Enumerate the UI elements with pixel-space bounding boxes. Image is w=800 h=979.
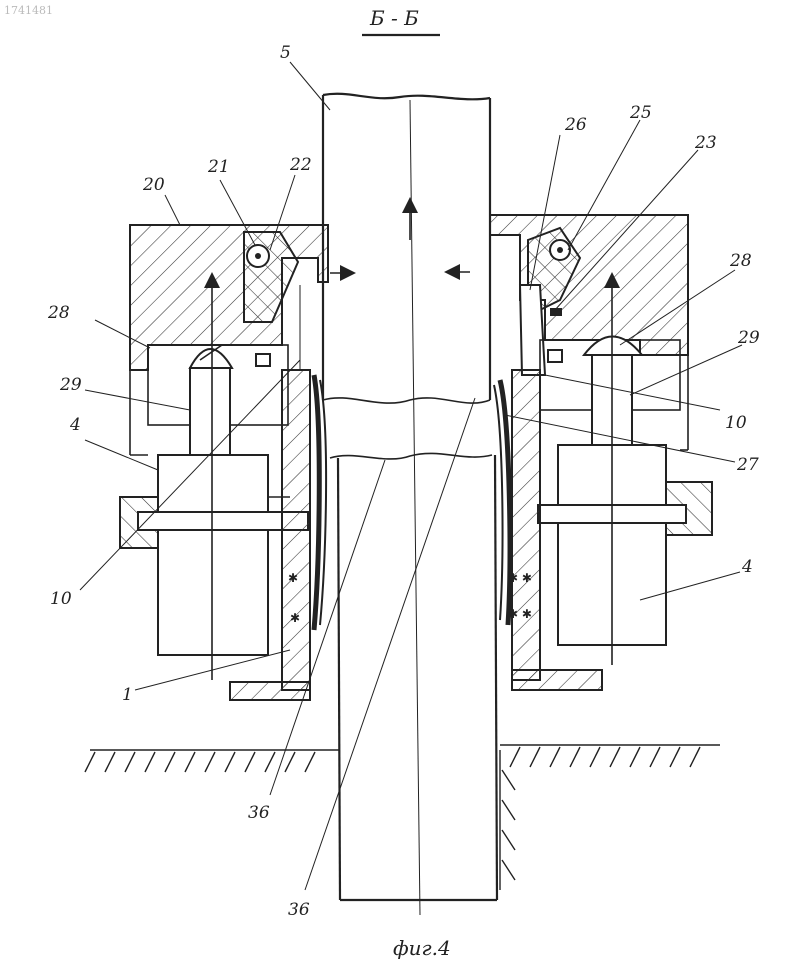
label-36-a: 36: [248, 803, 270, 823]
svg-text:✱: ✱: [288, 571, 298, 585]
figure-caption: фиг.4: [393, 936, 451, 960]
left-base-plate: [230, 682, 310, 700]
svg-text:✱ ✱: ✱ ✱: [508, 607, 532, 621]
label-22: 22: [289, 155, 312, 175]
label-36-b: 36: [288, 900, 310, 920]
label-4-right: 4: [741, 557, 753, 577]
ground-right: [500, 745, 720, 890]
left-cylinder-4: [158, 455, 268, 655]
label-5: 5: [280, 43, 291, 63]
right-column-10: [512, 370, 540, 680]
label-26: 26: [564, 115, 587, 135]
label-28-left: 28: [47, 303, 70, 323]
label-4-left: 4: [69, 415, 81, 435]
left-column-1: [282, 370, 310, 690]
label-20: 20: [142, 175, 165, 195]
section-title: Б - Б: [362, 6, 440, 35]
label-23: 23: [694, 133, 717, 153]
label-25: 25: [629, 103, 652, 123]
label-28: 28: [729, 251, 752, 271]
label-29-left: 29: [59, 375, 82, 395]
label-21: 21: [207, 157, 230, 177]
right-wedge-26: [520, 285, 545, 375]
ground-left: [85, 750, 340, 772]
left-assembly: ✱ ✱: [120, 225, 328, 700]
right-base-plate: [512, 670, 602, 690]
label-27: 27: [736, 455, 759, 475]
label-10: 10: [725, 413, 747, 433]
svg-text:✱: ✱: [290, 611, 300, 625]
right-assembly: ✱ ✱ ✱ ✱: [490, 215, 712, 690]
section-title-text: Б - Б: [369, 6, 419, 30]
corner-mark: 1741481: [4, 4, 53, 17]
label-1: 1: [122, 685, 133, 705]
left-rod-29: [190, 368, 230, 456]
left-housing-20: [130, 225, 328, 370]
label-29: 29: [737, 328, 760, 348]
label-10-left: 10: [50, 589, 72, 609]
svg-text:✱ ✱: ✱ ✱: [508, 571, 532, 585]
pipe-5: [323, 94, 497, 915]
